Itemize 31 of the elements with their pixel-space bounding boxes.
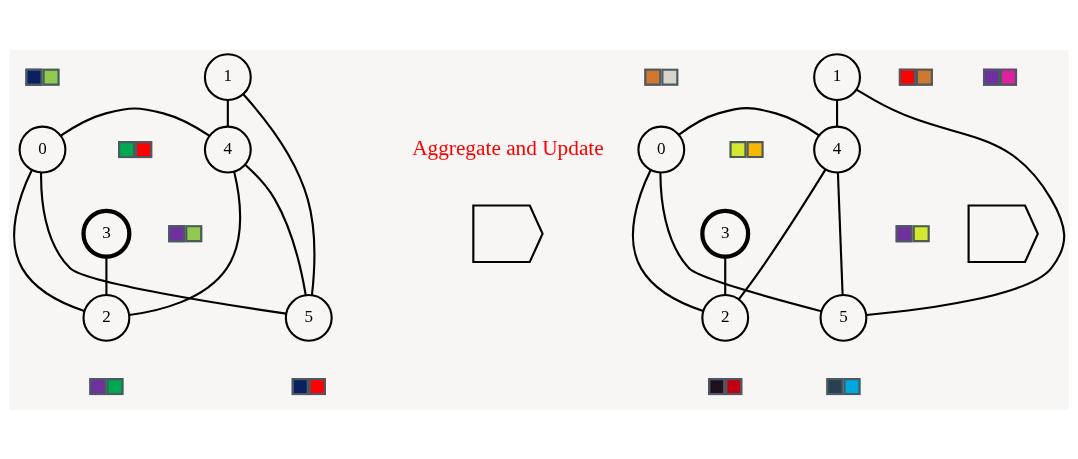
connector [105, 256, 108, 295]
node-circle: 5 [284, 293, 333, 342]
connector [631, 169, 704, 312]
connector [13, 169, 85, 312]
connector [678, 106, 820, 136]
node-circle: 4 [203, 125, 252, 174]
connector [836, 99, 839, 126]
node-circle: 5 [819, 293, 868, 342]
label: Aggregate and Update [412, 135, 604, 160]
connector [244, 163, 307, 295]
connector [40, 172, 287, 315]
node-circle: 0 [18, 125, 67, 174]
node-chevron [472, 203, 544, 263]
connector [855, 88, 1066, 316]
node-circle: 2 [701, 293, 750, 342]
node-chevron [967, 203, 1039, 263]
connector [129, 171, 242, 316]
node-circle: 3 [81, 208, 132, 259]
connector [226, 99, 229, 126]
connector [836, 172, 844, 295]
node-circle: 1 [813, 52, 862, 101]
node-circle: 3 [700, 208, 751, 259]
connector [738, 168, 827, 300]
node-circle: 1 [203, 52, 252, 101]
node-circle: 4 [813, 125, 862, 174]
connector [659, 172, 822, 312]
node-circle: 2 [82, 293, 131, 342]
node-circle: 0 [637, 125, 686, 174]
connector [242, 93, 316, 295]
connector [724, 256, 727, 295]
connector [60, 106, 210, 137]
